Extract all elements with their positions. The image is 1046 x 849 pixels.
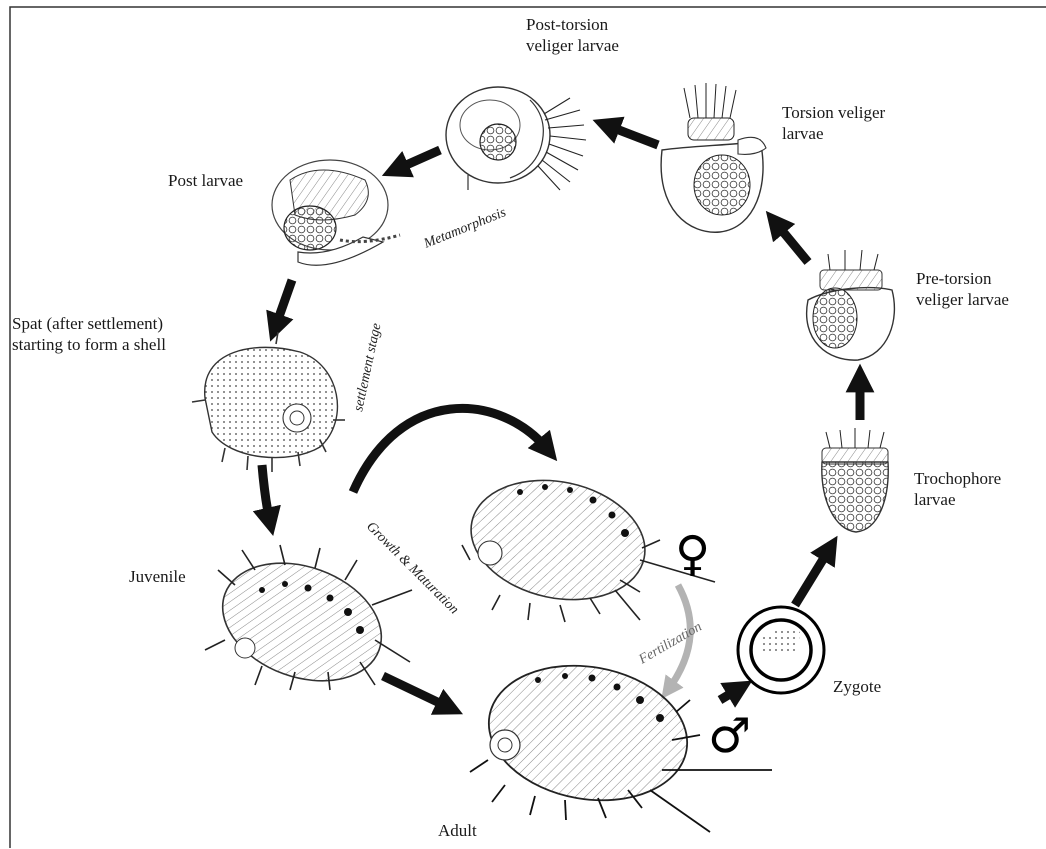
arrow-juvenile-to-adult (383, 676, 450, 708)
arrow-torsion-to-posttorsion (606, 125, 658, 145)
label-line: larvae (914, 489, 1001, 510)
arrow-postlarvae-to-spat (275, 280, 292, 328)
trochophore-illustration (822, 428, 888, 532)
fertilization-label: Fertilization (636, 619, 705, 667)
label-torsion-veliger: Torsion veliger larvae (782, 102, 885, 144)
label-line: veliger larvae (916, 289, 1009, 310)
zygote-illustration (738, 607, 824, 693)
label-trochophore: Trochophore larvae (914, 468, 1001, 510)
post-torsion-veliger-illustration (446, 87, 586, 190)
arrow-pretorsion-to-torsion (775, 222, 808, 262)
male-symbol-icon: ♂ (708, 708, 751, 764)
label-line: Torsion veliger (782, 102, 885, 123)
label-juvenile: Juvenile (129, 566, 186, 587)
label-post-torsion-veliger: Post-torsion veliger larvae (526, 14, 619, 56)
torsion-veliger-illustration (661, 83, 766, 232)
label-post-larvae: Post larvae (168, 170, 243, 191)
label-spat: Spat (after settlement) starting to form… (12, 313, 166, 355)
juvenile-illustration (205, 542, 412, 701)
arrow-posttorsion-to-postlarvae (395, 150, 440, 170)
label-pre-torsion-veliger: Pre-torsion veliger larvae (916, 268, 1009, 310)
arrow-growth-to-female (353, 408, 548, 492)
arrow-spat-to-juvenile (262, 465, 270, 522)
label-line: Trochophore (914, 468, 1001, 489)
label-line: Spat (after settlement) (12, 313, 166, 334)
settlement-stage-label: settlement stage (351, 322, 384, 413)
arrow-zygote-to-trochophore (795, 548, 830, 605)
label-line: Pre-torsion (916, 268, 1009, 289)
pre-torsion-veliger-illustration (807, 250, 895, 360)
metamorphosis-label: Metamorphosis (421, 205, 509, 252)
arrow-adult-to-zygote (720, 688, 740, 700)
label-zygote: Zygote (833, 676, 881, 697)
label-line: starting to form a shell (12, 334, 166, 355)
label-line: veliger larvae (526, 35, 619, 56)
label-line: Post-torsion (526, 14, 619, 35)
spat-illustration (192, 332, 345, 472)
label-adult: Adult (438, 820, 477, 841)
post-larvae-illustration (272, 160, 400, 265)
label-line: larvae (782, 123, 885, 144)
female-symbol-icon: ♀ (675, 526, 710, 582)
